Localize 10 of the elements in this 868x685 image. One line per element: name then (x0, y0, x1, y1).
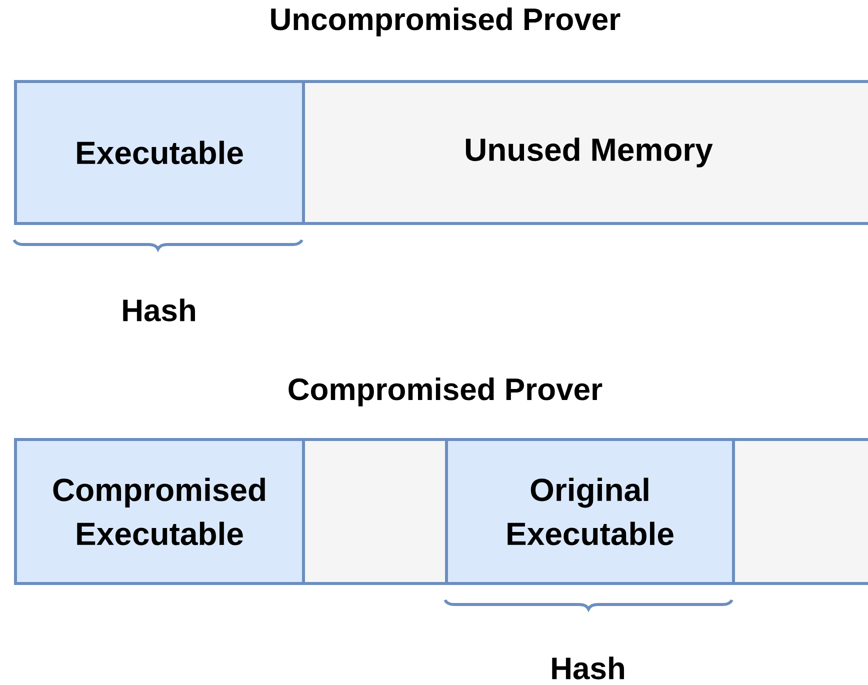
memory-block: Compromised Executable (14, 438, 305, 585)
heading-label: Uncompromised Prover (271, 8, 620, 36)
memory-block (732, 438, 868, 585)
memory-block: Executable (14, 80, 305, 225)
memory-block: Unused Memory (302, 80, 868, 225)
memory-block (302, 438, 448, 585)
heading-label: Compromised Prover (288, 378, 602, 406)
hash-label: Hash (123, 298, 195, 322)
hash-label: Hash (552, 656, 624, 680)
memory-block: Original Executable (445, 438, 735, 585)
